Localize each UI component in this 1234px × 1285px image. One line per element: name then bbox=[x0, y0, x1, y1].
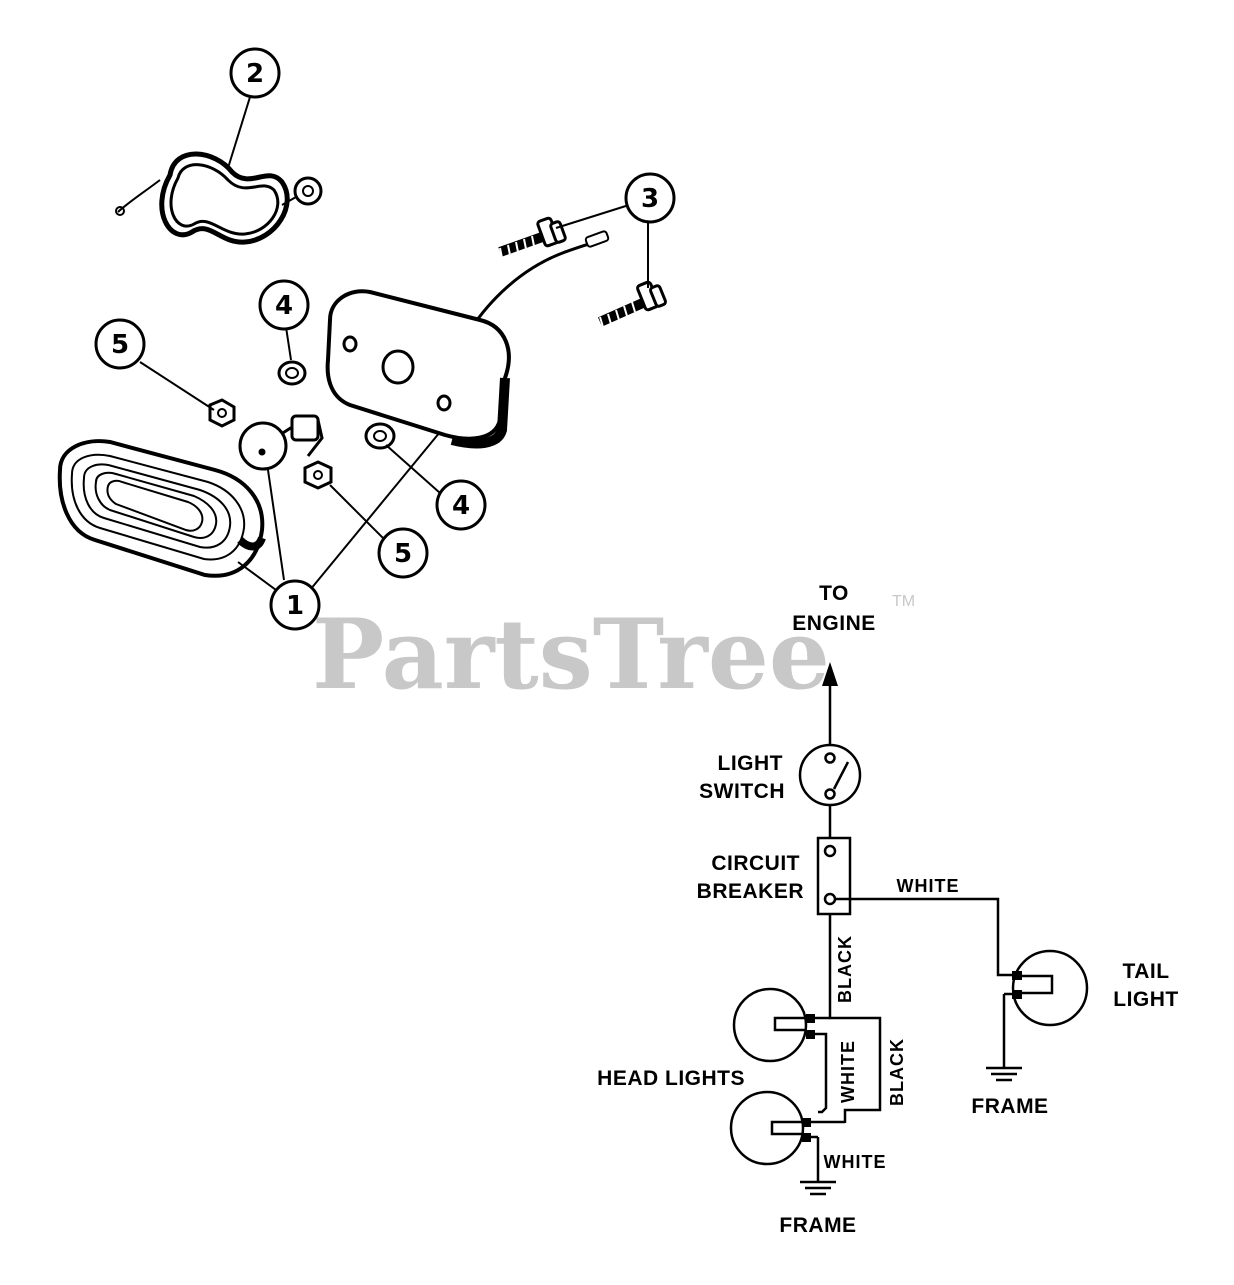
svg-text:2: 2 bbox=[246, 59, 264, 89]
circuit-breaker-symbol bbox=[816, 836, 852, 916]
callout-4-upper: 4 bbox=[258, 279, 310, 331]
wire-label-black-main: BLACK bbox=[835, 935, 855, 1003]
callout-5-lower: 5 bbox=[377, 527, 429, 579]
exploded-view bbox=[57, 96, 667, 591]
label-engine: ENGINE bbox=[792, 612, 876, 635]
svg-text:5: 5 bbox=[394, 539, 412, 569]
wire-harness-part bbox=[115, 151, 323, 245]
leader-lines bbox=[139, 96, 649, 591]
housing-lead-wire bbox=[468, 238, 601, 331]
label-frame-head: FRAME bbox=[779, 1214, 856, 1237]
svg-text:5: 5 bbox=[111, 330, 129, 360]
wire-label-white-ground: WHITE bbox=[824, 1152, 887, 1172]
label-light: LIGHT bbox=[718, 752, 784, 775]
hex-nut-upper bbox=[208, 398, 236, 428]
tail-ground-symbol bbox=[986, 1066, 1022, 1082]
wire-white-tail bbox=[835, 897, 1012, 977]
label-head-lights: HEAD LIGHTS bbox=[597, 1067, 745, 1090]
wire-label-white-tail: WHITE bbox=[897, 876, 960, 896]
screw-part-lower bbox=[597, 280, 667, 328]
callout-1: 1 bbox=[269, 579, 321, 631]
svg-text:4: 4 bbox=[452, 491, 470, 521]
bulb-part bbox=[238, 414, 324, 471]
callout-2: 2 bbox=[229, 47, 281, 99]
wiring-schematic bbox=[729, 662, 1089, 1196]
lamp-housing-part bbox=[325, 289, 511, 449]
callout-4-lower: 4 bbox=[435, 479, 487, 531]
screw-part-upper bbox=[498, 216, 567, 259]
label-breaker: BREAKER bbox=[697, 880, 804, 903]
wire-black-main bbox=[828, 914, 882, 1123]
svg-text:4: 4 bbox=[275, 291, 293, 321]
lens-part bbox=[57, 439, 266, 578]
watermark-text: PartsTree bbox=[312, 598, 830, 711]
wire-label-black-head: BLACK bbox=[887, 1038, 907, 1106]
svg-text:1: 1 bbox=[286, 591, 304, 621]
label-tail-light: LIGHT bbox=[1113, 988, 1179, 1011]
label-tail: TAIL bbox=[1122, 960, 1169, 983]
tail-light-symbol bbox=[1002, 949, 1089, 1068]
lock-washer-lower bbox=[364, 422, 396, 450]
head-light-upper-symbol bbox=[732, 987, 830, 1114]
head-light-lower-symbol bbox=[729, 1090, 845, 1182]
lock-washer-upper bbox=[277, 360, 307, 386]
label-to: TO bbox=[819, 582, 849, 605]
light-switch-symbol bbox=[798, 743, 862, 807]
label-switch: SWITCH bbox=[699, 780, 785, 803]
svg-text:3: 3 bbox=[641, 184, 659, 214]
callout-5-upper: 5 bbox=[94, 318, 146, 370]
label-circuit: CIRCUIT bbox=[711, 852, 800, 875]
hex-nut-lower bbox=[303, 460, 333, 490]
lead-plug bbox=[584, 230, 610, 248]
head-ground-symbol bbox=[800, 1180, 836, 1196]
watermark-tm: TM bbox=[892, 593, 915, 610]
label-frame-tail: FRAME bbox=[971, 1095, 1048, 1118]
callout-3: 3 bbox=[624, 172, 676, 224]
arrow-up-icon bbox=[822, 662, 838, 686]
wire-label-white-head: WHITE bbox=[838, 1040, 858, 1103]
